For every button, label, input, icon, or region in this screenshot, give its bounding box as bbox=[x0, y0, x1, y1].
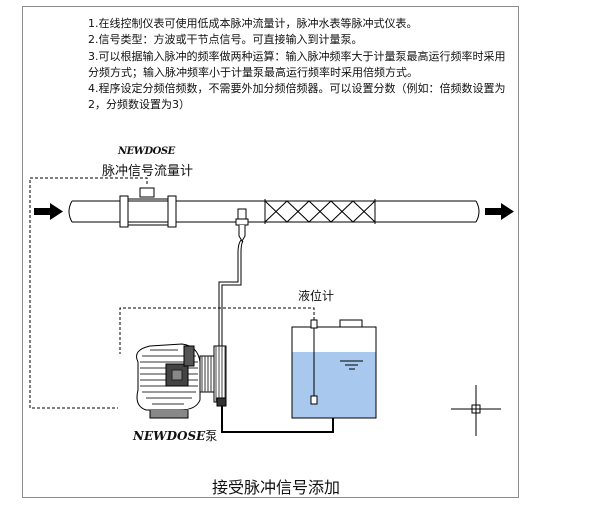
inlet-arrow-icon bbox=[34, 203, 63, 220]
meter-brand-label: NEWDOSE bbox=[118, 146, 175, 157]
crosshair-icon bbox=[451, 385, 501, 436]
note-4: 4.程序设定分频倍频数，不需要外加分频倍频器。可以设置分数（例如：倍频数设置为2… bbox=[88, 82, 506, 112]
metering-pump bbox=[136, 343, 227, 419]
note-2: 2.信号类型：方波或干节点信号。可直接输入到计量泵。 bbox=[88, 33, 363, 47]
discharge-line bbox=[218, 239, 244, 347]
level-gauge-label: 液位计 bbox=[298, 289, 335, 303]
injection-valve bbox=[235, 208, 249, 242]
level-gauge bbox=[310, 319, 318, 405]
pulse-flow-meter bbox=[119, 187, 177, 228]
pump-brand-label: NEWDOSE bbox=[133, 429, 206, 443]
note-3: 3.可以根据输入脉冲的频率做两种运算：输入脉冲频率大于计量泵最高运行频率时采用分… bbox=[88, 49, 506, 79]
outlet-arrow-icon bbox=[485, 203, 514, 220]
signal-line-level bbox=[119, 307, 315, 354]
pump-label: NEWDOSE泵 bbox=[133, 427, 217, 444]
diagram-frame bbox=[22, 6, 519, 498]
note-1: 1.在线控制仪表可使用低成本脉冲流量计，脉冲水表等脉冲式仪表。 bbox=[88, 17, 418, 30]
tank-liquid bbox=[292, 352, 376, 418]
pump-suffix-label: 泵 bbox=[205, 429, 218, 443]
diagram-caption: 接受脉冲信号添加 bbox=[212, 478, 341, 497]
chemical-tank bbox=[291, 319, 377, 419]
notes-block: 1.在线控制仪表可使用低成本脉冲流量计，脉冲水表等脉冲式仪表。 2.信号类型：方… bbox=[88, 16, 508, 114]
pipeline bbox=[68, 200, 480, 223]
static-mixer bbox=[264, 199, 376, 224]
meter-name-label: 脉冲信号流量计 bbox=[102, 164, 194, 179]
signal-line-meter bbox=[29, 177, 148, 409]
